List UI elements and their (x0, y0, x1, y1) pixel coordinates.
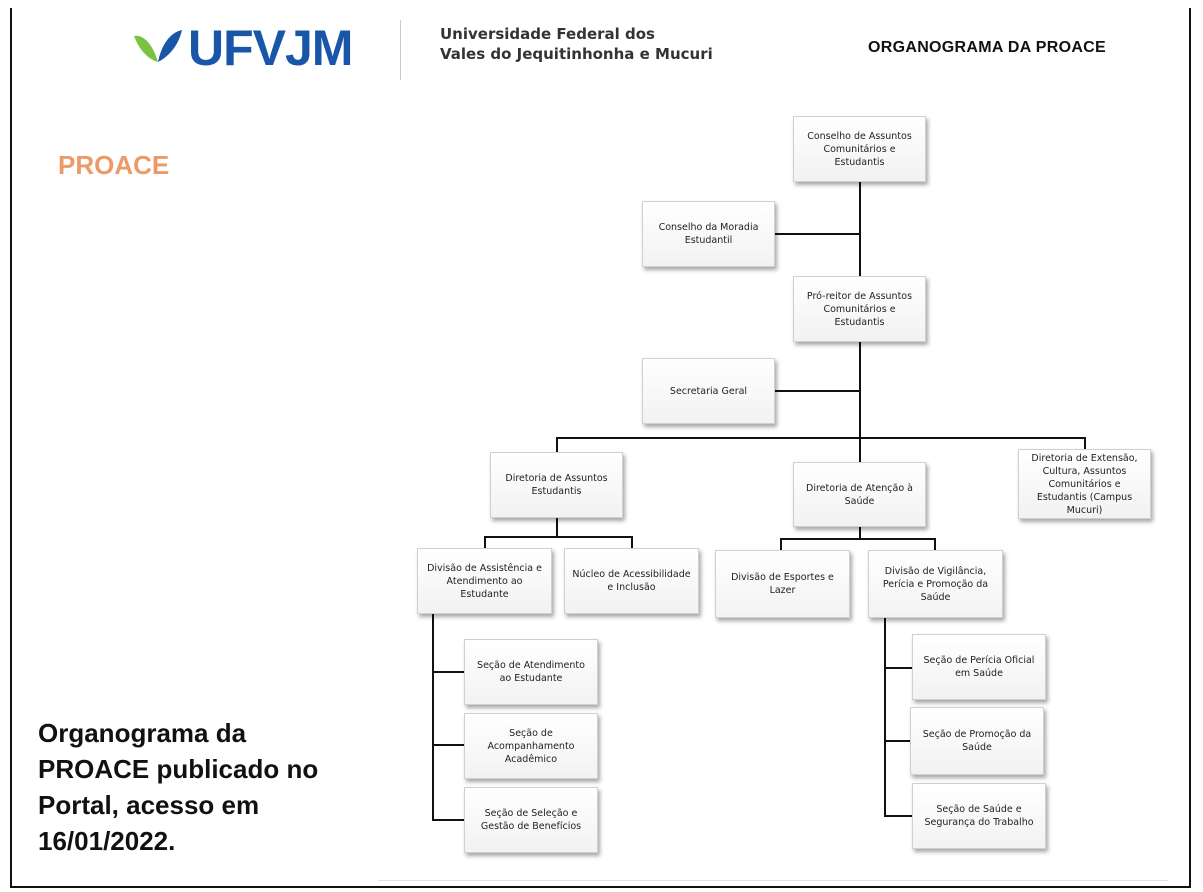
org-box-secretaria: Secretaria Geral (642, 358, 775, 424)
connector-sec-acompanhamento (432, 744, 464, 746)
connector-dir-saude (859, 437, 861, 462)
bottom-rule (378, 880, 1168, 881)
connector-das-right (934, 538, 936, 550)
page-title: ORGANOGRAMA DA PROACE (868, 39, 1107, 56)
org-box-conselho-assuntos: Conselho de Assuntos Comunitários e Estu… (793, 116, 926, 182)
connector-sec-promocao (884, 740, 910, 742)
org-box-conselho-moradia: Conselho da Moradia Estudantil (642, 201, 775, 267)
connector-dae-trunk (556, 518, 558, 537)
connector-das-left (780, 538, 782, 550)
connector-dae-right (631, 536, 633, 548)
org-box-diretoria-extensao: Diretoria de Extensão, Cultura, Assuntos… (1018, 449, 1151, 519)
connector-sec-seguranca (884, 815, 912, 817)
connector-das-bar (780, 538, 936, 540)
org-box-nucleo-acessibilidade: Núcleo de Acessibilidade e Inclusão (564, 548, 699, 614)
connector-directorates-bar (556, 437, 1086, 439)
header-divider (400, 20, 401, 80)
org-box-secao-pericia: Seção de Perícia Oficial em Saúde (912, 634, 1046, 700)
caption-text: Organograma da PROACE publicado no Porta… (38, 718, 319, 856)
ufvjm-logo: UFVJM (132, 20, 353, 76)
connector-sections-right-trunk (884, 618, 886, 816)
leaf-icon (134, 30, 182, 62)
org-box-secao-acompanhamento: Seção de Acompanhamento Acadêmico (464, 713, 598, 779)
org-box-divisao-esportes: Divisão de Esportes e Lazer (715, 550, 850, 618)
connector-moradia (775, 233, 860, 235)
org-box-pro-reitor: Pró-reitor de Assuntos Comunitários e Es… (793, 276, 926, 342)
connector-secretaria (775, 390, 860, 392)
org-box-secao-atendimento: Seção de Atendimento ao Estudante (464, 639, 598, 705)
logo-wordmark: UFVJM (188, 20, 353, 76)
university-name: Universidade Federal dos Vales do Jequit… (440, 24, 713, 64)
org-box-secao-seguranca: Seção de Saúde e Segurança do Trabalho (912, 783, 1046, 849)
slide-frame (10, 8, 1191, 888)
connector-dir-extensao (1084, 437, 1086, 449)
org-box-secao-promocao: Seção de Promoção da Saúde (910, 707, 1044, 775)
proace-label: PROACE (58, 150, 170, 180)
org-box-secao-selecao: Seção de Seleção e Gestão de Benefícios (464, 787, 598, 853)
connector-dir-assuntos (556, 437, 558, 452)
connector-dae-bar (484, 536, 633, 538)
connector-das-trunk (859, 527, 861, 539)
org-box-divisao-vigilancia: Divisão de Vigilância, Perícia e Promoçã… (868, 550, 1003, 618)
org-box-diretoria-saude: Diretoria de Atenção à Saúde (793, 462, 926, 527)
university-line-2: Vales do Jequitinhonha e Mucuri (440, 45, 713, 63)
org-box-divisao-assistencia: Divisão de Assistência e Atendimento ao … (417, 548, 552, 614)
university-line-1: Universidade Federal dos (440, 25, 655, 43)
connector-sec-pericia (884, 667, 912, 669)
org-box-diretoria-assuntos: Diretoria de Assuntos Estudantis (490, 452, 623, 518)
connector-sections-left-trunk (432, 614, 434, 820)
connector-dae-left (484, 536, 486, 548)
cropped-header-strip: ─ ─ ─ ─ ─ ─ ─ ─ ─ ─ ─ ─ ─ ─ ─ ─ ─ ─ ─ ─ … (149, 0, 1054, 7)
connector-sec-selecao (432, 819, 464, 821)
connector-sec-atendimento (432, 671, 464, 673)
